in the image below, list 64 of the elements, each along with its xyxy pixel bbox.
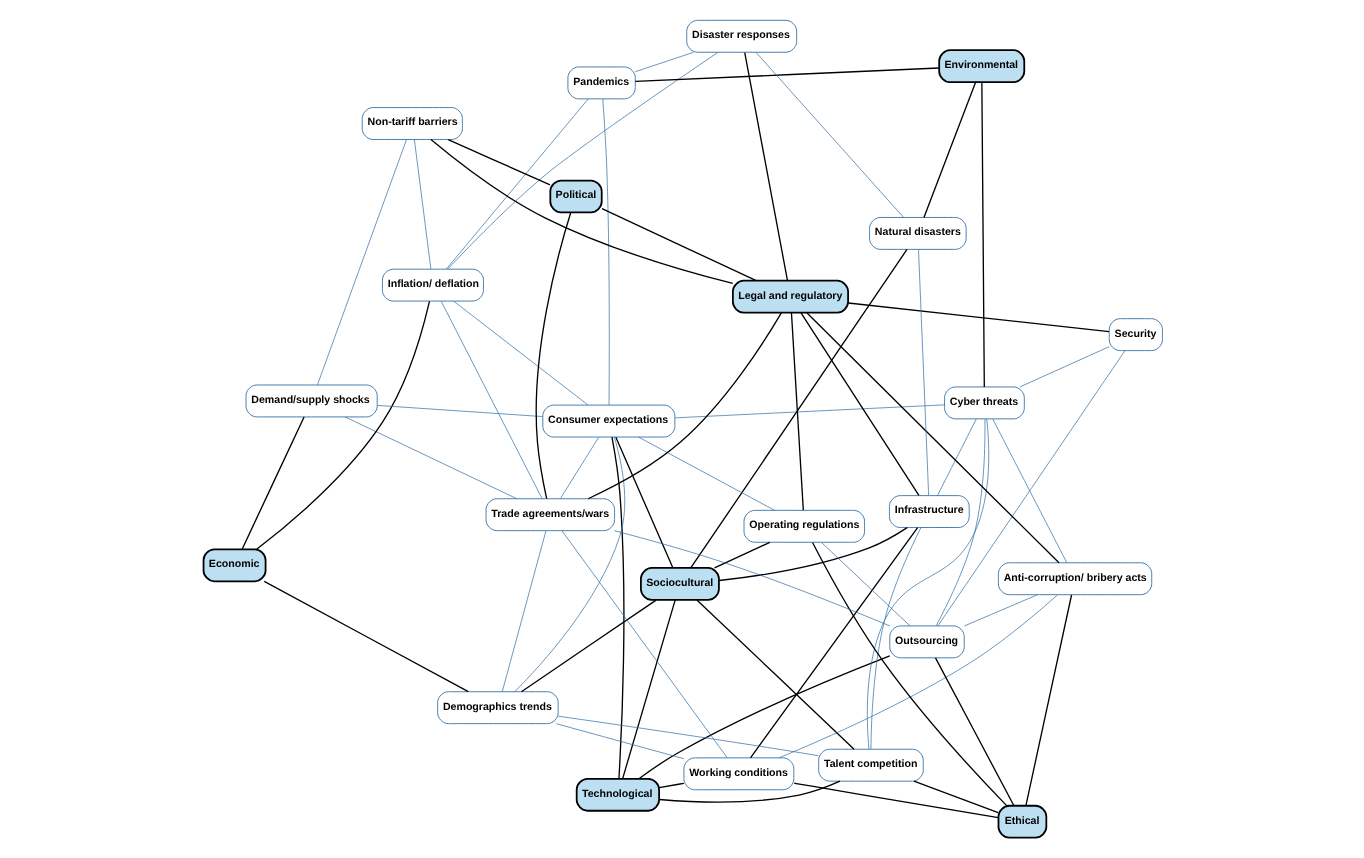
connector [712, 541, 770, 569]
connector [413, 139, 431, 270]
connector [637, 436, 774, 511]
connector [1018, 346, 1109, 388]
connector [601, 98, 609, 406]
connector [963, 594, 1037, 627]
connector [500, 530, 546, 692]
connector [429, 138, 733, 285]
connector [789, 312, 803, 511]
connector [446, 138, 550, 186]
connector [560, 530, 727, 758]
connector [513, 436, 625, 692]
connector [936, 350, 1125, 627]
connector [555, 723, 684, 760]
connector [613, 530, 890, 627]
connector [748, 527, 918, 759]
connector [614, 436, 673, 569]
connector [637, 655, 890, 780]
connector [586, 312, 781, 500]
connector [799, 312, 919, 497]
connector [534, 211, 571, 500]
connector [673, 404, 944, 419]
connector [446, 52, 718, 270]
connector [375, 405, 542, 417]
connector [743, 51, 788, 282]
connector [600, 208, 756, 282]
connector [657, 780, 840, 803]
connector [912, 780, 998, 814]
connector [316, 139, 406, 386]
connector [820, 542, 910, 627]
connector [240, 416, 304, 550]
connector [810, 541, 1007, 807]
connector [633, 67, 939, 83]
connector [869, 527, 921, 750]
connector [439, 300, 542, 499]
connector [695, 599, 854, 750]
connector [933, 657, 1014, 807]
connector [717, 526, 907, 582]
connector [1024, 594, 1072, 807]
connector [262, 580, 468, 693]
connector [936, 418, 976, 496]
connector [991, 418, 1067, 563]
connector [633, 51, 693, 73]
connector [846, 302, 1109, 333]
connector [452, 300, 588, 406]
connector [754, 52, 903, 218]
connector [865, 418, 989, 750]
connector [610, 436, 624, 780]
connector [917, 249, 928, 496]
connector [980, 81, 984, 388]
connector [922, 81, 976, 219]
connector [556, 715, 818, 757]
connector [792, 782, 998, 819]
connector [445, 98, 588, 270]
connector [777, 594, 1057, 759]
connector [621, 599, 675, 780]
connector [805, 312, 1059, 564]
connector [934, 418, 985, 627]
connector [255, 300, 430, 550]
connector [689, 248, 907, 569]
connector [519, 599, 656, 693]
connector [343, 416, 517, 500]
connector [657, 782, 684, 789]
connector [559, 437, 598, 499]
